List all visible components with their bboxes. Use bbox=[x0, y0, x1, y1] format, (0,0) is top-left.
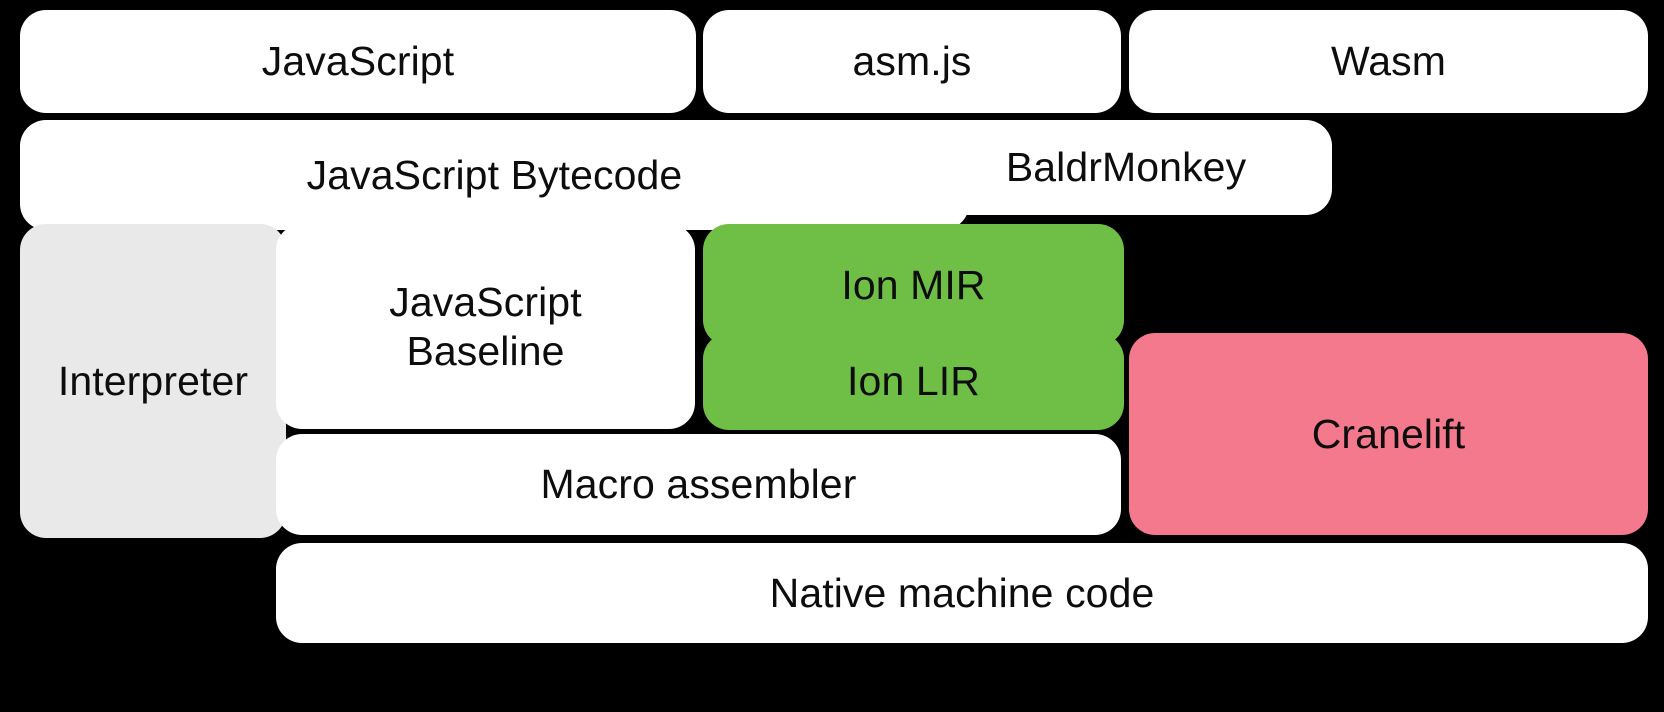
node-baldrmonkey: BaldrMonkey bbox=[920, 120, 1332, 215]
node-interpreter: Interpreter bbox=[20, 224, 286, 538]
node-wasm: Wasm bbox=[1129, 10, 1648, 113]
node-native-machine-code: Native machine code bbox=[276, 543, 1648, 643]
node-javascript-bytecode: JavaScript Bytecode bbox=[20, 120, 969, 230]
node-ion-mir: Ion MIR bbox=[703, 224, 1124, 346]
node-ion-lir: Ion LIR bbox=[703, 333, 1124, 430]
node-javascript: JavaScript bbox=[20, 10, 696, 113]
node-cranelift: Cranelift bbox=[1129, 333, 1648, 535]
node-macro-assembler: Macro assembler bbox=[276, 434, 1121, 535]
node-javascript-baseline: JavaScript Baseline bbox=[276, 224, 695, 429]
node-asm-js: asm.js bbox=[703, 10, 1121, 113]
